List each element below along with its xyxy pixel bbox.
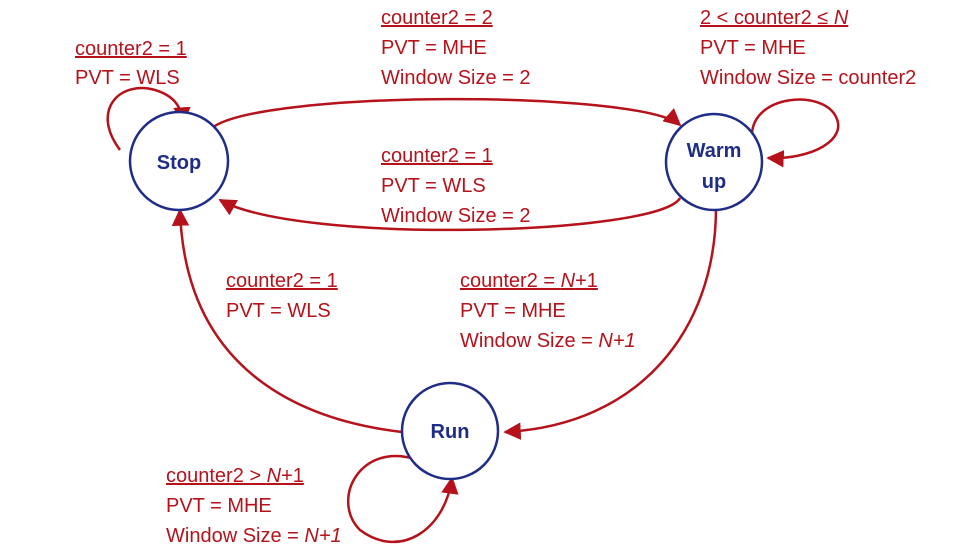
label-warmup-self: 2 < counter2 ≤ N PVT = MHE Window Size =…: [700, 7, 916, 89]
label-condition: 2 < counter2 ≤ N: [700, 7, 849, 29]
edge-stop-self: [106, 86, 191, 151]
label-pvt: PVT = MHE: [381, 37, 487, 59]
label-condition: counter2 = N+1: [460, 270, 598, 292]
edge-warmup-to-stop: [218, 197, 682, 232]
label-condition: counter2 = 1: [75, 38, 187, 60]
label-pvt: PVT = WLS: [381, 175, 486, 197]
edge-warmup-to-run: [503, 209, 718, 440]
label-window-size: Window Size = 2: [381, 205, 531, 227]
label-stop-self: counter2 = 1 PVT = WLS: [75, 38, 187, 89]
label-condition: counter2 = 1: [226, 270, 338, 292]
label-window-size: Window Size = 2: [381, 67, 531, 89]
label-pvt: PVT = WLS: [226, 300, 331, 322]
label-window-size: Window Size = counter2: [700, 67, 916, 89]
label-stop-to-warmup: counter2 = 2 PVT = MHE Window Size = 2: [381, 7, 531, 89]
label-condition: counter2 > N+1: [166, 465, 304, 487]
label-pvt: PVT = WLS: [75, 67, 180, 89]
state-run: [400, 381, 500, 481]
edge-run-self: [346, 454, 459, 544]
label-warmup-to-stop: counter2 = 1 PVT = WLS Window Size = 2: [381, 145, 531, 227]
label-warmup-to-run: counter2 = N+1 PVT = MHE Window Size = N…: [460, 270, 636, 352]
state-warmup-label-line2: up: [702, 171, 726, 193]
edge-stop-to-warmup: [211, 97, 682, 129]
label-window-size: Window Size = N+1: [166, 525, 342, 547]
label-condition: counter2 = 2: [381, 7, 493, 29]
edge-warmup-self: [750, 98, 840, 168]
label-pvt: PVT = MHE: [166, 495, 272, 517]
label-condition: counter2 = 1: [381, 145, 493, 167]
state-warmup-label-line1: Warm: [687, 140, 742, 162]
state-warmup: [664, 112, 764, 212]
state-run-label: Run: [431, 421, 470, 443]
label-window-size: Window Size = N+1: [460, 330, 636, 352]
state-stop-label: Stop: [157, 152, 201, 174]
label-pvt: PVT = MHE: [460, 300, 566, 322]
label-run-self: counter2 > N+1 PVT = MHE Window Size = N…: [166, 465, 342, 547]
label-run-to-stop: counter2 = 1 PVT = WLS: [226, 270, 338, 322]
state-stop: [128, 110, 230, 212]
edge-run-to-stop: [171, 208, 403, 434]
label-pvt: PVT = MHE: [700, 37, 806, 59]
